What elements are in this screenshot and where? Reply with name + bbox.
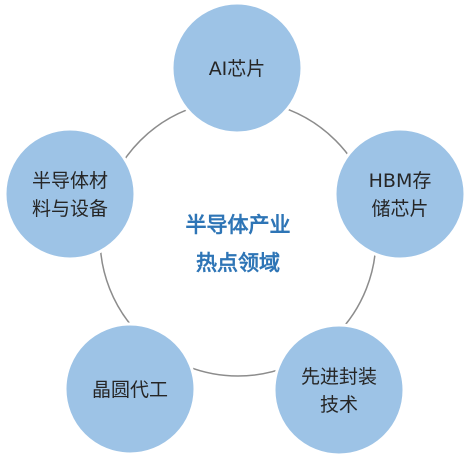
node-hbm-memory-circle (333, 127, 467, 261)
node-advanced-packaging-circle (272, 323, 406, 457)
center-title-line-1: 半导体产业 (186, 213, 291, 237)
node-materials-equipment-circle (3, 127, 137, 261)
node-hbm-memory: HBM存 储芯片 (333, 127, 467, 261)
center-title: 半导体产业 热点领域 (186, 213, 291, 275)
node-materials-equipment-label-2: 料与设备 (32, 198, 108, 220)
node-ai-chip: AI芯片 (170, 1, 304, 135)
node-materials-equipment: 半导体材 料与设备 (3, 127, 137, 261)
node-advanced-packaging: 先进封装 技术 (272, 323, 406, 457)
node-hbm-memory-label-2: 储芯片 (371, 198, 428, 220)
node-wafer-foundry: 晶圆代工 (63, 322, 197, 456)
node-ai-chip-label-1: AI芯片 (209, 58, 266, 80)
node-hbm-memory-label-1: HBM存 (369, 170, 432, 192)
node-wafer-foundry-circle (63, 322, 197, 456)
node-wafer-foundry-label-1: 晶圆代工 (92, 379, 168, 401)
node-ai-chip-circle (170, 1, 304, 135)
node-materials-equipment-label-1: 半导体材 (32, 170, 108, 192)
node-advanced-packaging-label-2: 技术 (320, 394, 358, 416)
node-advanced-packaging-label-1: 先进封装 (301, 366, 377, 388)
center-title-line-2: 热点领域 (196, 251, 280, 275)
